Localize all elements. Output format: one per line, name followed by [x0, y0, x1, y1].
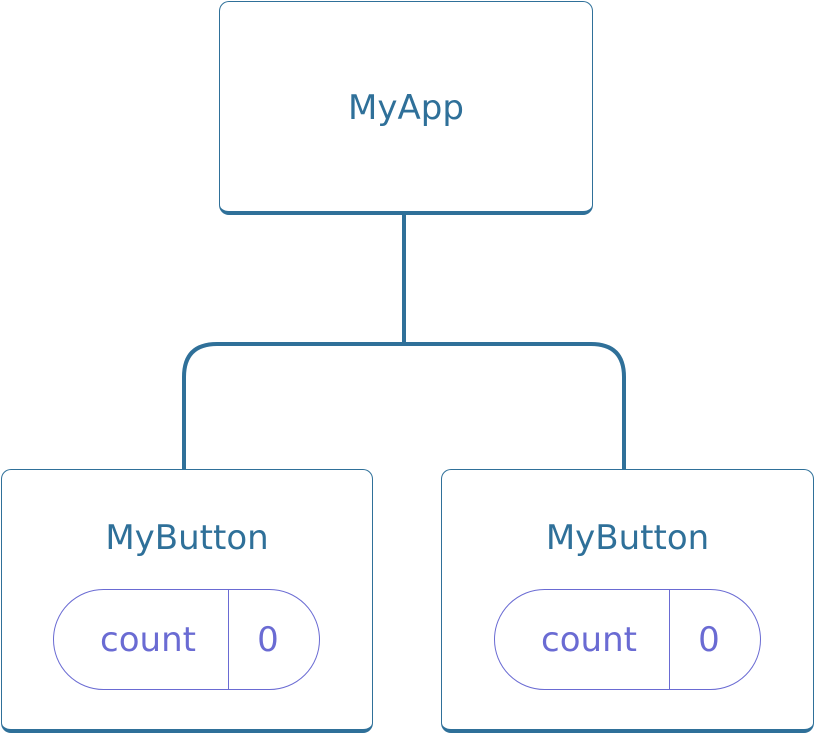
connector-line: [182, 210, 626, 472]
component-label: MyApp: [348, 88, 464, 128]
component-label: MyButton: [105, 518, 269, 558]
state-value: 0: [698, 619, 720, 660]
state-pill: count 0: [53, 589, 320, 690]
state-name: count: [495, 590, 670, 689]
component-node-mybutton-2: MyButton count 0: [441, 469, 814, 733]
component-label: MyButton: [545, 518, 710, 558]
state-value: 0: [257, 619, 279, 660]
component-node-mybutton-1: MyButton count 0: [1, 469, 373, 733]
component-node-myapp: MyApp: [219, 1, 593, 215]
state-pill: count 0: [494, 589, 761, 690]
state-name: count: [54, 590, 229, 689]
